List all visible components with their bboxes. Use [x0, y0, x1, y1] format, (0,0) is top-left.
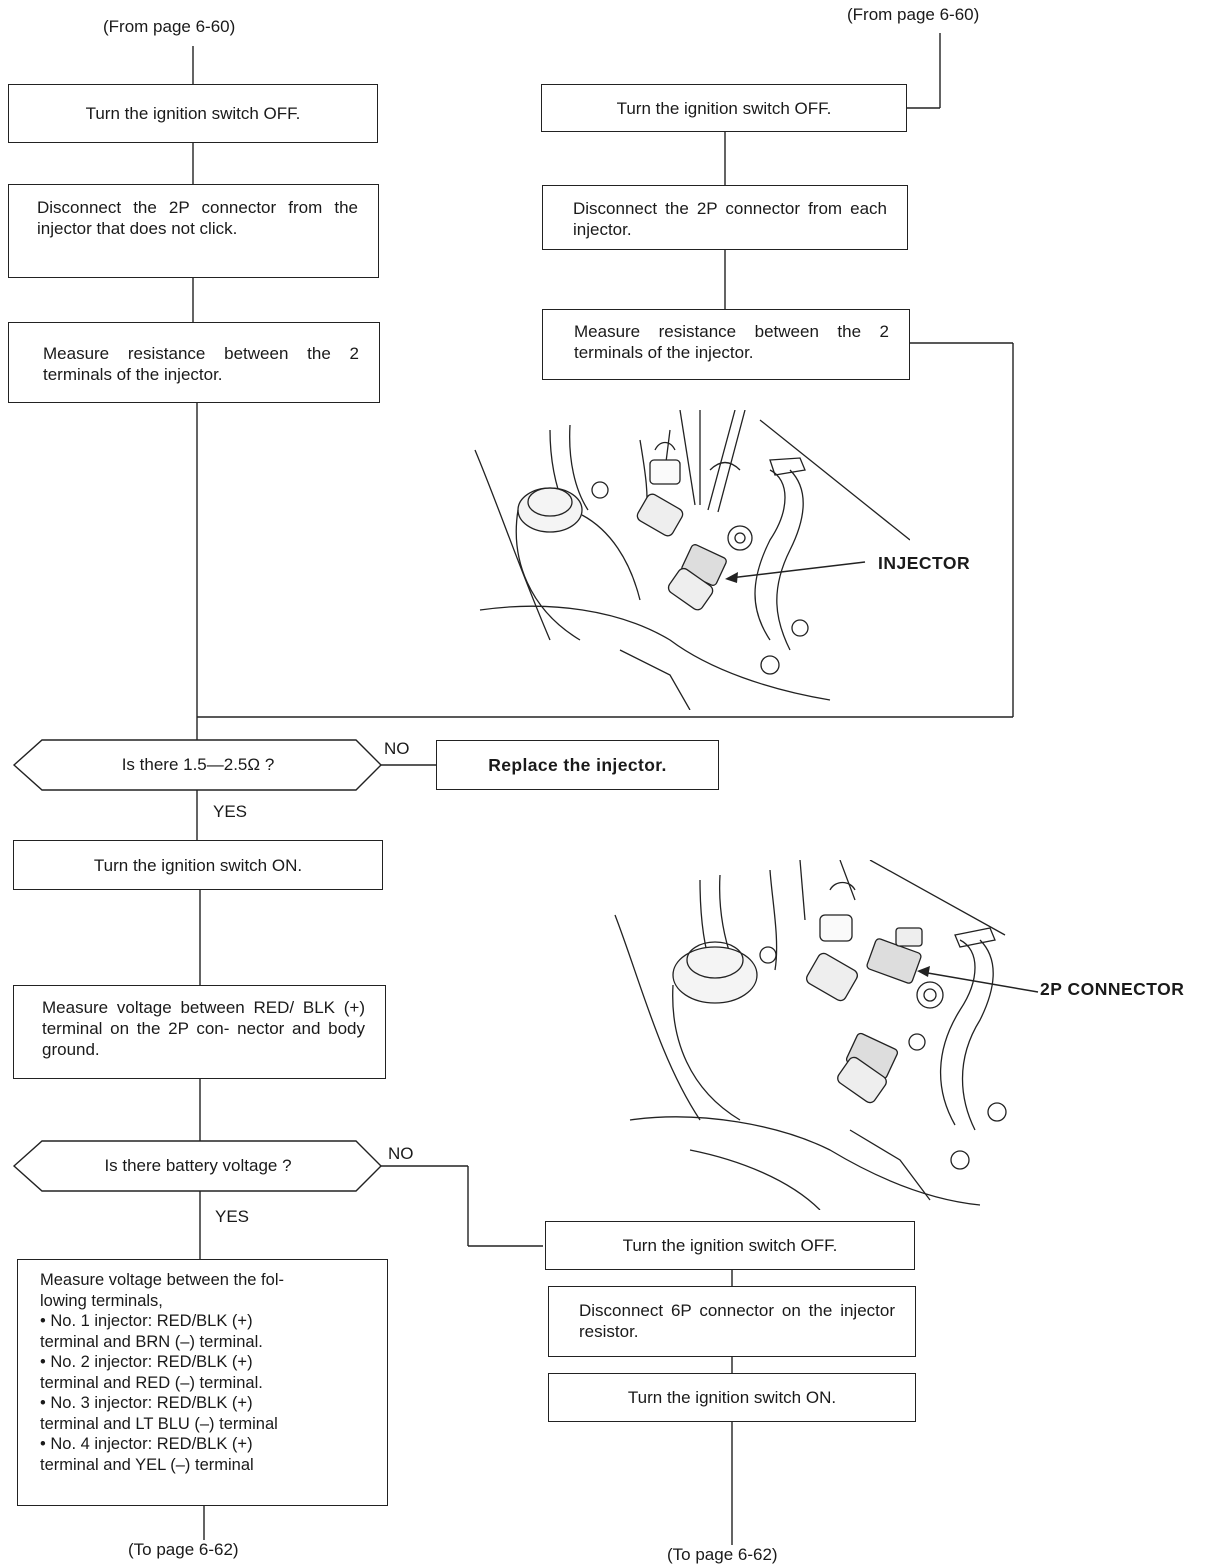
- left-step-measure-terminals: Measure voltage between the fol- lowing …: [17, 1259, 388, 1506]
- connector-callout: 2P CONNECTOR: [1040, 979, 1185, 999]
- decision-resistance-shape: [12, 739, 382, 791]
- right-from-page-label: (From page 6-60): [847, 5, 980, 24]
- terminals-line: • No. 4 injector: RED/BLK (+): [40, 1435, 253, 1453]
- terminals-line: terminal and BRN (–) terminal.: [40, 1332, 263, 1351]
- right-step-disconnect-6p: Disconnect 6P connector on the injector …: [548, 1286, 916, 1357]
- injector-callout: INJECTOR: [878, 553, 971, 573]
- right-step-disconnect-2p: Disconnect the 2P connector from each in…: [542, 185, 908, 250]
- terminals-line: • No. 1 injector: RED/BLK (+): [40, 1312, 253, 1330]
- decision-battery-no: NO: [388, 1144, 414, 1163]
- replace-injector-box: Replace the injector.: [436, 740, 719, 790]
- right-step-ignition-on: Turn the ignition switch ON.: [548, 1373, 916, 1422]
- right-step-ignition-off-2: Turn the ignition switch OFF.: [545, 1221, 915, 1270]
- left-step-measure-resistance: Measure resistance between the 2 termina…: [8, 322, 380, 403]
- connector-illustration: [614, 860, 1039, 1210]
- decision-battery-text: Is there battery voltage ?: [104, 1156, 292, 1175]
- left-step-ignition-on: Turn the ignition switch ON.: [13, 840, 383, 890]
- terminals-line: • No. 2 injector: RED/BLK (+): [40, 1353, 253, 1371]
- left-to-page-label: (To page 6-62): [128, 1540, 239, 1559]
- decision-battery-shape: [12, 1140, 382, 1192]
- injector-illustration: [474, 410, 910, 710]
- decision-resistance-yes: YES: [213, 802, 248, 821]
- terminals-line: • No. 3 injector: RED/BLK (+): [40, 1394, 253, 1412]
- right-step-ignition-off: Turn the ignition switch OFF.: [541, 84, 907, 132]
- terminals-line: terminal and LT BLU (–) terminal: [40, 1414, 278, 1433]
- left-step-ignition-off: Turn the ignition switch OFF.: [8, 84, 378, 143]
- decision-resistance-text: Is there 1.5—2.5Ω ?: [121, 755, 275, 774]
- right-step-measure-resistance: Measure resistance between the 2 termina…: [542, 309, 910, 380]
- terminals-line: terminal and RED (–) terminal.: [40, 1373, 263, 1392]
- terminals-line: lowing terminals,: [40, 1291, 163, 1310]
- left-step-disconnect-2p: Disconnect the 2P connector from the inj…: [8, 184, 379, 278]
- decision-battery-yes: YES: [215, 1207, 250, 1226]
- right-to-page-label: (To page 6-62): [667, 1545, 778, 1564]
- left-step-measure-voltage: Measure voltage between RED/ BLK (+) ter…: [13, 985, 386, 1079]
- terminals-line: Measure voltage between the fol-: [40, 1271, 284, 1289]
- left-from-page-label: (From page 6-60): [103, 17, 236, 36]
- terminals-line: terminal and YEL (–) terminal: [40, 1455, 254, 1474]
- decision-resistance-no: NO: [384, 739, 410, 758]
